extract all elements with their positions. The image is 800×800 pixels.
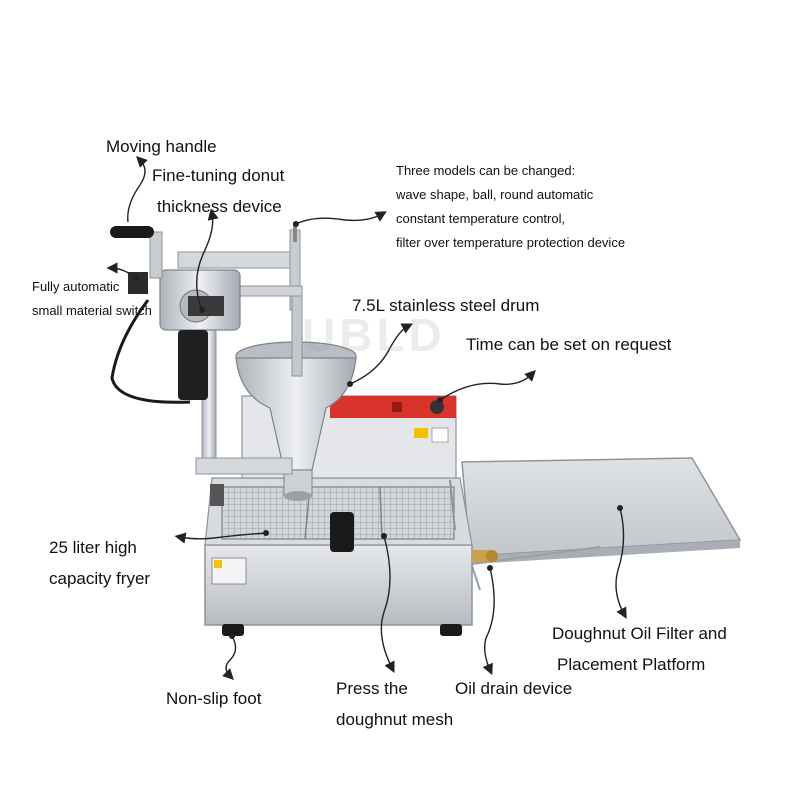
- arrow-drum: [349, 323, 414, 385]
- arrow-fine-tuning: [196, 208, 219, 311]
- arrow-timer: [439, 370, 536, 401]
- label-three-models-line2: wave shape, ball, round automatic: [396, 187, 594, 202]
- arrow-origin-dots: [133, 221, 623, 639]
- moving-handle: [110, 226, 163, 279]
- label-non-slip-foot: Non-slip foot: [166, 689, 262, 708]
- warning-sticker: [211, 557, 247, 585]
- label-drum: 7.5L stainless steel drum: [352, 296, 540, 315]
- label-three-models-line4: filter over temperature protection devic…: [396, 235, 626, 250]
- arrow-mesh: [380, 535, 395, 674]
- non-slip-foot-left: [222, 624, 244, 636]
- watermark: UBLD: [302, 309, 446, 361]
- label-fryer-line1: 25 liter high: [49, 538, 137, 557]
- fryer-body: [204, 477, 498, 636]
- label-mesh-line2: doughnut mesh: [336, 710, 454, 729]
- label-material-switch-line2: small material switch: [32, 303, 152, 318]
- timer-knob: [430, 400, 444, 414]
- oil-filter-platform: [461, 457, 742, 591]
- label-fryer-line2: capacity fryer: [49, 569, 151, 588]
- arrow-platform: [615, 507, 627, 619]
- material-switch: [128, 272, 148, 294]
- label-material-switch-line1: Fully automatic: [32, 279, 120, 294]
- arrow-three-models: [295, 211, 387, 225]
- label-timer: Time can be set on request: [466, 335, 672, 354]
- label-platform-line1: Doughnut Oil Filter and: [552, 624, 727, 643]
- label-platform-line2: Placement Platform: [557, 655, 706, 674]
- mesh-press-handle: [330, 512, 354, 552]
- machine-illustration: [110, 222, 742, 636]
- label-three-models-line1: Three models can be changed:: [396, 163, 576, 178]
- label-mesh-line1: Press the: [336, 679, 408, 698]
- label-three-models-line3: constant temperature control,: [396, 211, 566, 226]
- label-oil-drain: Oil drain device: [455, 679, 573, 698]
- label-fine-tuning-line2: thickness device: [157, 197, 282, 216]
- arrow-oil-drain: [482, 567, 495, 676]
- dispenser-column: [110, 222, 303, 506]
- oil-drain-valve: [472, 550, 498, 562]
- callout-arrows: [106, 156, 627, 680]
- gear-box: [159, 269, 241, 331]
- arrow-non-slip: [222, 635, 237, 680]
- thickness-adjust-rod: [293, 222, 297, 242]
- label-moving-handle: Moving handle: [106, 137, 217, 156]
- arrow-fryer: [174, 532, 267, 544]
- label-fine-tuning-line1: Fine-tuning donut: [152, 166, 285, 185]
- arrow-moving-handle: [127, 156, 148, 223]
- arrow-material-switch: [106, 262, 137, 279]
- motor: [178, 330, 208, 400]
- non-slip-foot-right: [440, 624, 462, 636]
